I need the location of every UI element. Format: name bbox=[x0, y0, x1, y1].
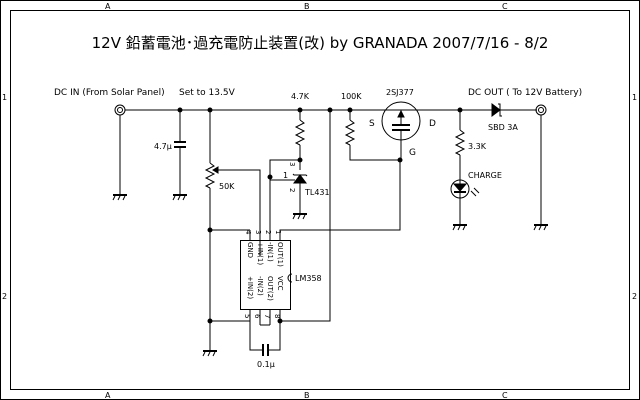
ground-icon bbox=[533, 224, 548, 231]
cdec-value: 0.1μ bbox=[257, 360, 275, 369]
capacitor-icon bbox=[262, 344, 269, 356]
pin-2-number: 2 bbox=[264, 230, 272, 234]
pin-1-number: 1 bbox=[274, 230, 282, 234]
r-ref-value: 4.7K bbox=[291, 92, 310, 101]
col-label-c-top: C bbox=[502, 2, 508, 11]
lm358-body bbox=[240, 240, 291, 310]
col-label-c-bottom: C bbox=[502, 391, 508, 400]
dc-in-label: DC IN (From Solar Panel) bbox=[54, 88, 165, 98]
lm358-label: LM358 bbox=[295, 274, 322, 283]
pin-6-number: 6 bbox=[253, 314, 261, 319]
pin-name-in2-minus: -IN(2) bbox=[256, 276, 264, 296]
tl431-pin2: 2 bbox=[288, 188, 296, 192]
col-label-b-bottom: B bbox=[304, 391, 310, 400]
dc-in-terminal bbox=[114, 104, 126, 116]
row-label-1-right: 1 bbox=[632, 93, 637, 102]
ground-icon bbox=[452, 224, 467, 231]
r-gate-value: 100K bbox=[341, 92, 362, 101]
capacitor-icon bbox=[174, 141, 186, 148]
dc-out-terminal bbox=[535, 104, 547, 116]
resistor-icon bbox=[294, 119, 306, 146]
row-label-1-left: 1 bbox=[2, 93, 7, 102]
ground-icon bbox=[292, 213, 307, 220]
diode-label: SBD 3A bbox=[488, 123, 518, 132]
junction-dot bbox=[327, 107, 333, 113]
ground-icon bbox=[172, 194, 187, 201]
ground-icon bbox=[202, 350, 217, 357]
pin-4-number: 4 bbox=[244, 230, 252, 235]
pin-3-number: 3 bbox=[254, 230, 262, 234]
col-label-a-bottom: A bbox=[105, 391, 111, 400]
pin1-out-wire bbox=[279, 160, 401, 240]
pot-value: 50K bbox=[219, 182, 235, 191]
vcc-wire bbox=[280, 110, 331, 322]
col-label-a-top: A bbox=[105, 2, 111, 11]
cdec-right-wire bbox=[268, 321, 281, 351]
mosfet-part: 2SJ377 bbox=[386, 88, 414, 97]
tl431-label: TL431 bbox=[304, 188, 330, 197]
pin-name-in1-plus: +IN(1) bbox=[256, 242, 264, 265]
potentiometer-icon bbox=[204, 162, 216, 189]
r-led-value: 3.3K bbox=[468, 142, 487, 151]
c-in-value: 4.7μ bbox=[154, 142, 172, 151]
tl431-cathode-wire bbox=[269, 159, 300, 177]
pin-5-number: 5 bbox=[243, 314, 251, 318]
pin-name-out1: OUT(1) bbox=[276, 242, 284, 267]
led-icon bbox=[450, 179, 480, 199]
row-label-2-right: 2 bbox=[632, 292, 637, 301]
pin-name-out2: OUT(2) bbox=[266, 276, 274, 301]
inner-frame bbox=[10, 10, 630, 390]
tl431-pin3: 3 bbox=[288, 162, 296, 166]
pin-7-number: 7 bbox=[263, 314, 271, 318]
pin-8-number: 8 bbox=[273, 314, 281, 318]
charge-label: CHARGE bbox=[468, 171, 502, 180]
set-to-label: Set to 13.5V bbox=[179, 88, 236, 98]
wiper-wire bbox=[216, 169, 261, 256]
ground-icon bbox=[112, 194, 127, 201]
pin-name-gnd: GND bbox=[246, 242, 254, 258]
lm358-notch bbox=[287, 273, 293, 283]
mosfet-icon bbox=[381, 101, 421, 160]
cdec-left-wire bbox=[249, 321, 262, 351]
resistor-icon bbox=[454, 129, 466, 156]
col-label-b-top: B bbox=[304, 2, 310, 11]
r-gate-bottom-wire bbox=[349, 145, 400, 161]
tl431-icon bbox=[292, 173, 308, 184]
row-label-2-left: 2 bbox=[2, 292, 7, 301]
dc-out-label: DC OUT ( To 12V Battery) bbox=[468, 88, 582, 98]
resistor-icon bbox=[344, 119, 356, 146]
mosfet-source-label: S bbox=[369, 119, 375, 129]
mosfet-gate-label: G bbox=[409, 148, 416, 158]
tl431-pin1: 1 bbox=[283, 171, 288, 180]
schottky-diode-icon bbox=[491, 103, 502, 117]
mosfet-drain-label: D bbox=[429, 119, 436, 129]
pin-name-vcc: VCC bbox=[276, 276, 284, 291]
pin-name-in1-minus: -IN(1) bbox=[266, 242, 274, 262]
pin-name-in2-plus: +IN(2) bbox=[246, 276, 254, 299]
schematic-title: 12V 鉛蓄電池･過充電防止装置(改) by GRANADA 2007/7/16… bbox=[92, 34, 549, 52]
